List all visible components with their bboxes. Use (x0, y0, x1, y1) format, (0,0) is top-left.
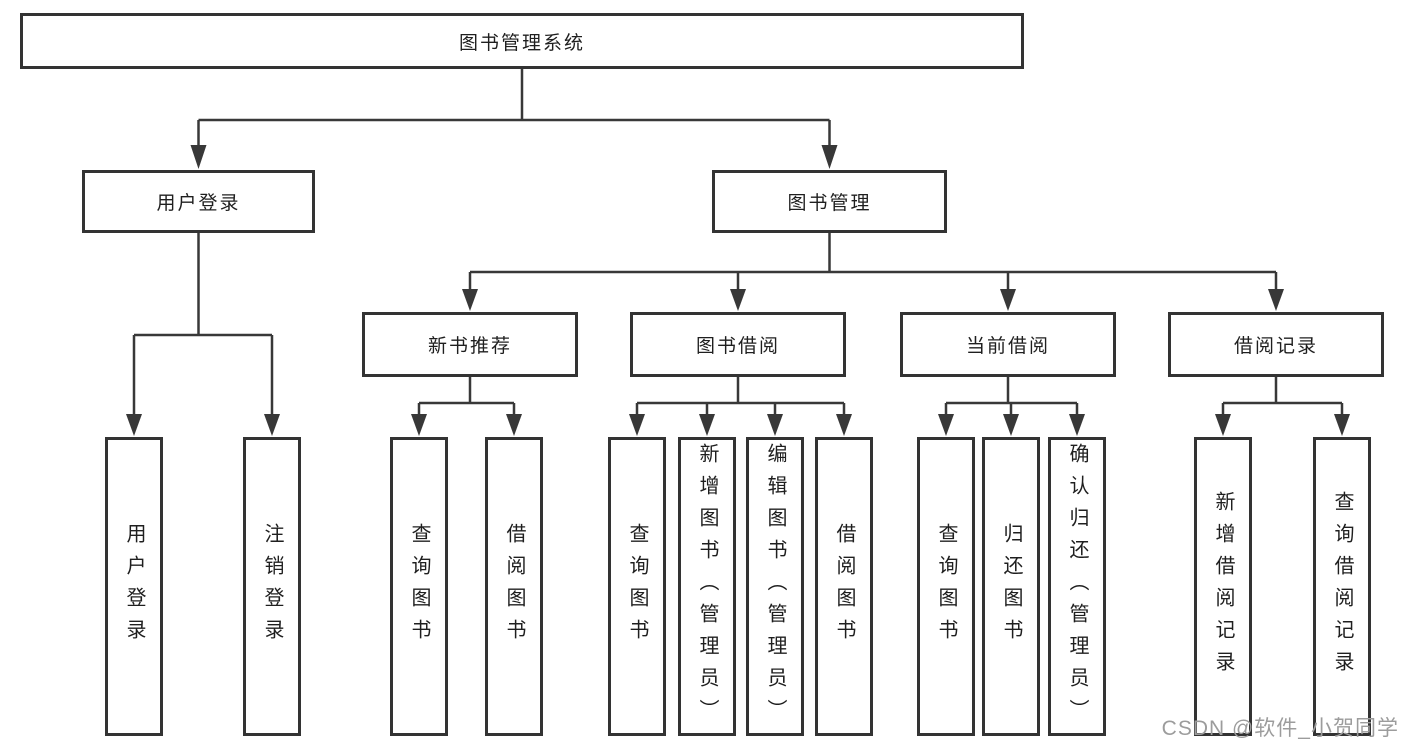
leaf-query-books-current: 查询图书 (917, 437, 975, 736)
arrow-icon (767, 414, 783, 436)
node-label: 编辑图书（管理员） (764, 442, 786, 731)
arrow-icon (126, 414, 142, 436)
node-label: 归还图书 (1000, 522, 1022, 651)
node-user-login: 用户登录 (82, 170, 315, 233)
node-label: 查询图书 (626, 522, 648, 651)
node-book-borrow: 图书借阅 (630, 312, 846, 377)
node-label: 查询借阅记录 (1331, 490, 1353, 683)
connector-user-login (132, 233, 274, 419)
leaf-edit-books-admin: 编辑图书（管理员） (746, 437, 804, 736)
leaf-query-books-recommend: 查询图书 (390, 437, 448, 736)
node-label: 图书管理 (787, 193, 872, 214)
node-label: 查询图书 (935, 522, 957, 651)
node-label: 确认归还（管理员） (1066, 442, 1088, 731)
connector-book-mgmt (468, 233, 1278, 294)
connector-borrow (635, 377, 846, 421)
node-label: 图书借阅 (695, 336, 780, 357)
node-label: 新增借阅记录 (1212, 490, 1234, 683)
node-label: 用户登录 (123, 522, 145, 651)
arrow-icon (506, 414, 522, 436)
arrow-icon (411, 414, 427, 436)
csdn-watermark: CSDN @软件_小贺同学 (1161, 717, 1399, 740)
arrow-icon (1000, 289, 1016, 311)
arrow-icon (1003, 414, 1019, 436)
connector-root (197, 69, 831, 150)
arrow-icon (629, 414, 645, 436)
node-label: 查询图书 (408, 522, 430, 651)
node-label: 借阅记录 (1233, 336, 1318, 357)
leaf-user-login: 用户登录 (105, 437, 163, 736)
arrow-icon (1069, 414, 1085, 436)
arrow-icon (821, 145, 838, 169)
connector-records (1221, 377, 1344, 421)
node-library-management-system: 图书管理系统 (20, 13, 1024, 69)
node-label: 图书管理系统 (458, 32, 585, 54)
leaf-add-borrow-record: 新增借阅记录 (1194, 437, 1252, 736)
node-label: 当前借阅 (965, 336, 1050, 357)
leaf-query-borrow-record: 查询借阅记录 (1313, 437, 1371, 736)
arrow-icon (836, 414, 852, 436)
node-label: 新增图书（管理员） (696, 442, 718, 731)
leaf-logout-login: 注销登录 (243, 437, 301, 736)
leaf-borrow-books-recommend: 借阅图书 (485, 437, 543, 736)
node-new-book-recommend: 新书推荐 (362, 312, 578, 377)
leaf-borrow-books-borrow: 借阅图书 (815, 437, 873, 736)
arrow-icon (730, 289, 746, 311)
arrow-icon (699, 414, 715, 436)
leaf-return-books: 归还图书 (982, 437, 1040, 736)
leaf-confirm-return-admin: 确认归还（管理员） (1048, 437, 1106, 736)
node-current-borrow: 当前借阅 (900, 312, 1116, 377)
node-label: 注销登录 (261, 522, 283, 651)
connector-current (944, 377, 1079, 421)
arrow-icon (462, 289, 478, 311)
node-label: 用户登录 (156, 193, 241, 214)
arrow-icon (1215, 414, 1231, 436)
leaf-add-books-admin: 新增图书（管理员） (678, 437, 736, 736)
arrow-icon (938, 414, 954, 436)
node-label: 借阅图书 (833, 522, 855, 651)
leaf-query-books-borrow: 查询图书 (608, 437, 666, 736)
arrow-icon (190, 145, 207, 169)
arrow-icon (1334, 414, 1350, 436)
node-label: 借阅图书 (503, 522, 525, 651)
connector-recommend (417, 377, 516, 421)
node-book-management: 图书管理 (712, 170, 947, 233)
arrow-icon (264, 414, 280, 436)
node-borrow-records: 借阅记录 (1168, 312, 1384, 377)
arrow-icon (1268, 289, 1284, 311)
node-label: 新书推荐 (427, 336, 512, 357)
